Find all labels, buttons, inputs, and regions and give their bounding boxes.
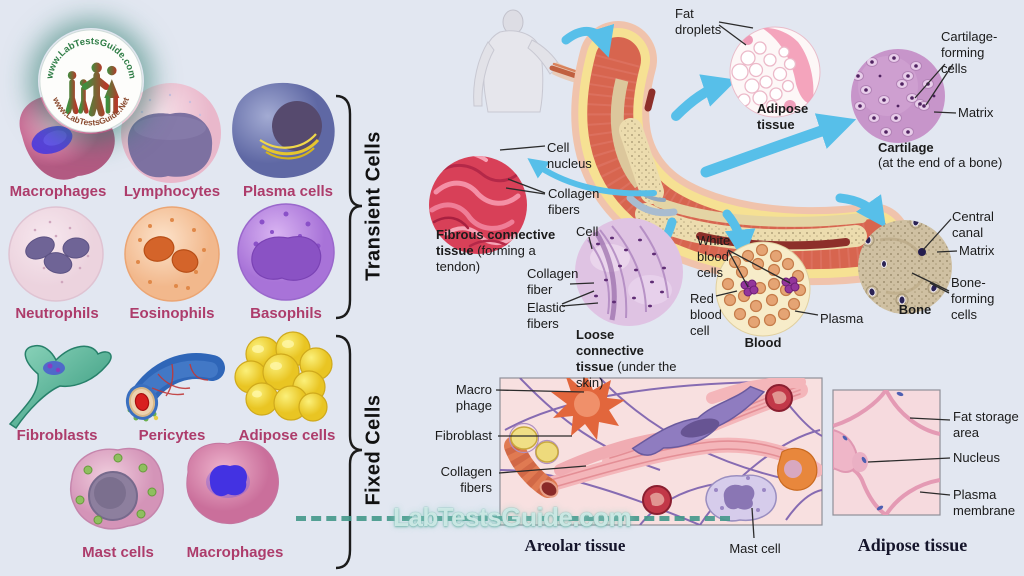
label-macrophages-top: Macrophages: [9, 183, 107, 200]
arrow-to-blood: [722, 209, 756, 261]
family-silhouette-icon: [65, 62, 120, 117]
label-plasma-membrane: Plasma membrane: [953, 487, 1016, 518]
label-collagen-fiber-loose: Collagen fiber: [527, 266, 579, 297]
group-label-transient-cells: Transient Cells: [362, 131, 385, 281]
adipose-cells-illustration: [234, 331, 333, 422]
caption-loose-connective-tissue: Loose connective tissue (under the skin): [576, 327, 677, 390]
leader-lines: [495, 21, 958, 539]
label-nucleus: Nucleus: [953, 450, 1000, 465]
label-cartilage-matrix: Matrix: [958, 105, 994, 120]
fibrous-tissue-micrograph: [429, 156, 527, 254]
areolar-orange-cell: [777, 447, 818, 491]
mast-cell-illustration: [69, 447, 164, 530]
caption-cartilage: Cartilage: [878, 140, 934, 155]
areolar-tissue-panel: [499, 377, 823, 526]
macrophage-cell-illustration-bottom: [186, 440, 279, 525]
label-plasma-cells: Plasma cells: [242, 183, 334, 200]
areolar-mast-cell: [705, 474, 777, 522]
plasma-cell-illustration: [232, 82, 335, 179]
areolar-fibroblast: [631, 385, 766, 456]
logo-graphic: www.LabTestsGuide.com www.LabTestsGuide.…: [39, 29, 143, 133]
label-central-canal: Central canal: [952, 209, 994, 240]
caption-areolar-tissue: Areolar tissue: [524, 536, 626, 555]
teal-dashed-line: [296, 516, 730, 521]
fibroblast-cell-illustration: [8, 344, 112, 430]
label-fibroblasts: Fibroblasts: [16, 427, 98, 444]
loose-tissue-micrograph: [575, 218, 683, 326]
areolar-macrophage: [551, 378, 625, 440]
label-areolar-fibroblast: Fibroblast: [434, 428, 492, 443]
label-basophils: Basophils: [250, 305, 322, 322]
label-areolar-macrophage: Macro phage: [455, 382, 492, 413]
label-fat-storage-area: Fat storage area: [953, 409, 1019, 440]
label-cartilage-forming-cells: Cartilage- forming cells: [941, 29, 998, 76]
arrow-to-fibrous: [527, 158, 657, 197]
label-cell-loose: Cell: [576, 224, 599, 239]
labtestsguide-logo: www.LabTestsGuide.com www.LabTestsGuide.…: [38, 28, 144, 134]
arrow-to-adipose: [671, 74, 737, 121]
arm-cross-section: [571, 21, 911, 286]
arrow-body-to-arm: [561, 23, 615, 58]
caption-cartilage-sub: (at the end of a bone): [878, 155, 1003, 170]
label-fat-droplets: Fat droplets: [675, 6, 722, 37]
label-bone-matrix: Matrix: [959, 243, 995, 258]
label-red-blood-cell: Red blood cell: [690, 291, 722, 338]
group-braces: [335, 94, 363, 570]
label-plasma: Plasma: [820, 311, 864, 326]
caption-bone: Bone: [898, 302, 932, 317]
caption-blood: Blood: [744, 335, 782, 350]
label-white-blood-cells: White blood cells: [697, 233, 731, 280]
label-cell-nucleus: Cell nucleus: [547, 140, 592, 171]
caption-adipose-tissue: Adipose tissue: [757, 101, 809, 132]
blood-micrograph: [715, 241, 811, 337]
label-mast-cells: Mast cells: [82, 544, 154, 561]
label-eosinophils: Eosinophils: [129, 305, 215, 322]
arrow-to-cartilage: [700, 113, 857, 178]
neutrophil-cell-illustration: [8, 206, 104, 302]
label-mast-cell-areolar: Mast cell: [729, 541, 781, 556]
areolar-fat-cells: [508, 422, 560, 465]
eosinophil-cell-illustration: [124, 206, 220, 302]
watermark-text: LabTestsGuide.com: [393, 502, 632, 532]
label-adipose-cells: Adipose cells: [238, 427, 336, 444]
flow-arrows: [527, 23, 887, 263]
caption-fibrous-connective-tissue: Fibrous connective tissue (forming a ten…: [436, 227, 556, 274]
adipose-tissue-panel: [832, 389, 941, 516]
basophil-cell-illustration: [237, 203, 335, 301]
label-collagen-fibers-fibrous: Collagen fibers: [548, 186, 600, 217]
adipose-tissue-micrograph: [729, 26, 821, 118]
label-pericytes: Pericytes: [138, 427, 206, 444]
label-neutrophils: Neutrophils: [15, 305, 99, 322]
label-lymphocytes: Lymphocytes: [123, 183, 221, 200]
lymphocyte-cell-illustration: [121, 83, 221, 183]
label-elastic-fibers: Elastic fibers: [527, 300, 566, 331]
label-areolar-collagen-fibers: Collagen fibers: [440, 464, 492, 495]
label-macrophages-bottom: Macrophages: [186, 544, 284, 561]
caption-adipose-tissue-panel: Adipose tissue: [857, 535, 968, 555]
label-bone-forming-cells: Bone- forming cells: [951, 275, 995, 322]
areolar-red-blood-cells: [642, 384, 793, 515]
group-label-fixed-cells: Fixed Cells: [362, 394, 385, 506]
arrow-to-bone: [835, 193, 887, 229]
cartilage-micrograph: [851, 49, 945, 143]
pericyte-cell-illustration: [125, 353, 225, 422]
